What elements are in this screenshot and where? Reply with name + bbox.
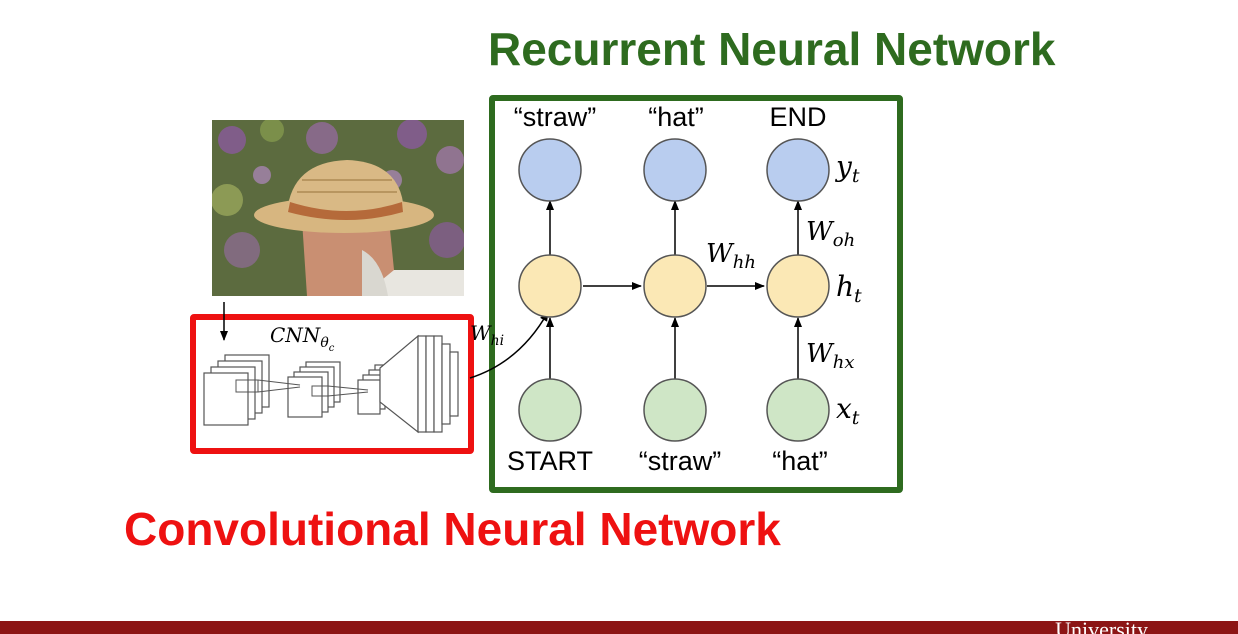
cnn-layer-stacks bbox=[203, 334, 459, 434]
cnn-to-rnn-arrow bbox=[469, 311, 549, 379]
h-t-label: ht bbox=[836, 270, 862, 307]
rnn-nodes bbox=[518, 138, 830, 442]
hidden-node-1 bbox=[518, 254, 582, 318]
input-node-1 bbox=[518, 378, 582, 442]
hidden-node-3 bbox=[766, 254, 830, 318]
cnn-label: CNNθc bbox=[270, 323, 335, 354]
input-label-1: START bbox=[507, 446, 593, 476]
w-hi-label: Whi bbox=[470, 321, 504, 349]
input-label-2: “straw” bbox=[639, 446, 722, 476]
photo-man-straw-hat bbox=[212, 120, 464, 296]
input-node-2 bbox=[643, 378, 707, 442]
output-label-2: “hat” bbox=[648, 102, 704, 132]
output-node-3 bbox=[766, 138, 830, 202]
y-t-label: yt bbox=[834, 150, 860, 187]
output-node-1 bbox=[518, 138, 582, 202]
photo-illustration bbox=[212, 120, 464, 296]
x-t-label: xt bbox=[836, 392, 860, 429]
footer-bar: University bbox=[0, 621, 1238, 634]
rnn-highlight-box bbox=[489, 95, 903, 493]
rnn-title: Recurrent Neural Network bbox=[488, 23, 1056, 75]
cnn-highlight-box bbox=[190, 314, 474, 454]
w-oh-label: Woh bbox=[806, 217, 855, 251]
input-node-3 bbox=[766, 378, 830, 442]
output-label-3: END bbox=[769, 102, 826, 132]
output-label-1: “straw” bbox=[514, 102, 597, 132]
output-node-2 bbox=[643, 138, 707, 202]
w-hx-label: Whx bbox=[806, 339, 854, 373]
footer-text: University bbox=[1055, 621, 1148, 634]
hidden-node-2 bbox=[643, 254, 707, 318]
cnn-connector-lines bbox=[235, 379, 369, 397]
w-hh-label: Whh bbox=[706, 239, 756, 273]
rnn-vertical-arrows bbox=[546, 200, 802, 380]
input-label-3: “hat” bbox=[772, 446, 828, 476]
cnn-title: Convolutional Neural Network bbox=[124, 503, 781, 555]
